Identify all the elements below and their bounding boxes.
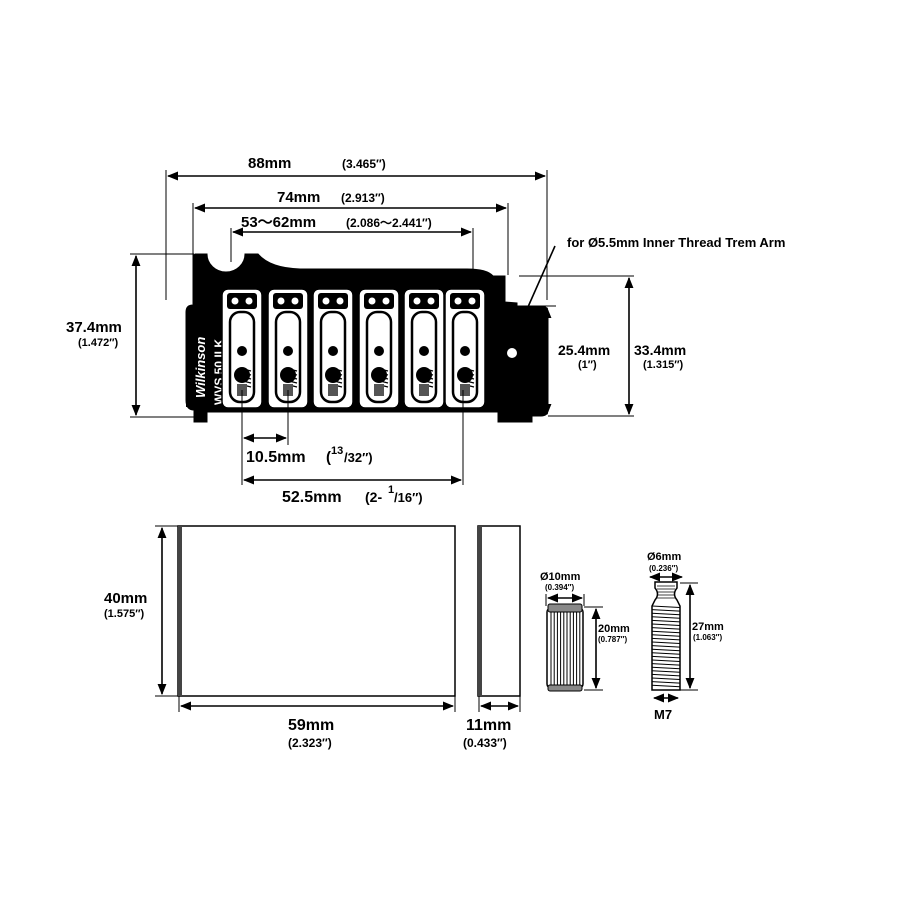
saddle bbox=[444, 288, 486, 409]
saddle bbox=[403, 288, 445, 409]
string-spread-label: 52.5mm bbox=[282, 489, 342, 506]
intonation-range-inch: (2.086～2.441″) bbox=[346, 216, 432, 230]
post-spacing-inch: (2.913″) bbox=[341, 191, 385, 205]
block-height-inch: (1.575″) bbox=[104, 608, 144, 620]
string-hole bbox=[237, 346, 247, 356]
saddle-screw bbox=[416, 367, 432, 383]
bushing: Ø10mm (0.394″) 20mm (0.787″) bbox=[540, 571, 630, 692]
post-spacing-label: 74mm bbox=[277, 189, 320, 206]
overall-width-label: 88mm bbox=[248, 155, 291, 172]
saddle-spacing-den: /32″) bbox=[344, 450, 373, 465]
string-hole bbox=[374, 346, 384, 356]
string-hole bbox=[419, 346, 429, 356]
saddle-screw bbox=[234, 367, 250, 383]
height-inner-label: 25.4mm bbox=[558, 342, 610, 358]
block-front bbox=[177, 525, 456, 697]
string-spread-num: 1 bbox=[388, 484, 394, 496]
saddle bbox=[221, 288, 263, 409]
block-width-inch: (2.323″) bbox=[288, 736, 332, 750]
saddles bbox=[221, 288, 486, 409]
brand-panel bbox=[186, 311, 228, 407]
trem-arm-hole-center bbox=[507, 348, 517, 358]
stud-length-label: 27mm bbox=[692, 621, 724, 633]
brand-logo: Wilkinson bbox=[193, 337, 208, 398]
top-dimensions: 88mm (3.465″) 74mm (2.913″) 53～62mm (2.0… bbox=[165, 155, 785, 336]
bridge-height-dims: 37.4mm (1.472″) 25.4mm (1″) 33.4mm (1.31… bbox=[66, 253, 686, 418]
svg-text:(: ( bbox=[326, 449, 331, 466]
block-width-label: 59mm bbox=[288, 717, 334, 734]
saddle bbox=[358, 288, 400, 409]
stud-diameter-inch: (0.236″) bbox=[649, 564, 679, 573]
trem-arm-note: for Ø5.5mm Inner Thread Trem Arm bbox=[567, 235, 785, 250]
saddle bbox=[312, 288, 354, 409]
brand-logo-text: Wilkinson bbox=[193, 337, 208, 398]
string-hole bbox=[328, 346, 338, 356]
stud-length-inch: (1.063″) bbox=[693, 633, 723, 642]
bridge-body: Wilkinson WVS 50 II K bbox=[185, 253, 549, 423]
block-depth-label: 11mm bbox=[466, 717, 511, 734]
height-total-label: 37.4mm bbox=[66, 319, 122, 336]
height-total-inch: (1.472″) bbox=[78, 337, 118, 349]
string-hole bbox=[460, 346, 470, 356]
bushing-body bbox=[546, 607, 584, 689]
bushing-length-label: 20mm bbox=[598, 623, 630, 635]
saddle bbox=[267, 288, 309, 409]
saddle-screw bbox=[371, 367, 387, 383]
saddle-spacing-label: 10.5mm bbox=[246, 449, 306, 466]
block-side bbox=[477, 525, 521, 697]
overall-width-inch: (3.465″) bbox=[342, 157, 386, 171]
string-spacing-dims: 10.5mm ( 13 /32″) 52.5mm (2- 1 /16″) bbox=[241, 390, 464, 506]
bushing-length-inch: (0.787″) bbox=[598, 635, 628, 644]
block-depth-inch: (0.433″) bbox=[463, 736, 507, 750]
intonation-range-label: 53～62mm bbox=[241, 214, 316, 231]
string-spread-den: /16″) bbox=[394, 490, 423, 505]
saddle-spacing-num: 13 bbox=[331, 445, 343, 457]
saddle-screw bbox=[457, 367, 473, 383]
stud: Ø6mm (0.236″) 27mm (1.063″) M7 bbox=[647, 551, 724, 722]
stud-thread-label: M7 bbox=[654, 707, 672, 722]
sustain-block: 40mm (1.575″) 59mm (2.323″) 11mm (0.433″… bbox=[104, 525, 521, 750]
bushing-diameter-label: Ø10mm bbox=[540, 571, 581, 583]
saddle-screw bbox=[325, 367, 341, 383]
height-plate-inch: (1.315″) bbox=[643, 359, 683, 371]
string-spread-inch-a: (2- bbox=[365, 489, 382, 505]
height-plate-label: 33.4mm bbox=[634, 342, 686, 358]
string-hole bbox=[283, 346, 293, 356]
stud-diameter-label: Ø6mm bbox=[647, 551, 681, 563]
block-height-label: 40mm bbox=[104, 590, 147, 607]
bushing-diameter-inch: (0.394″) bbox=[545, 583, 575, 592]
saddle-screw bbox=[280, 367, 296, 383]
height-inner-inch: (1″) bbox=[578, 359, 597, 371]
